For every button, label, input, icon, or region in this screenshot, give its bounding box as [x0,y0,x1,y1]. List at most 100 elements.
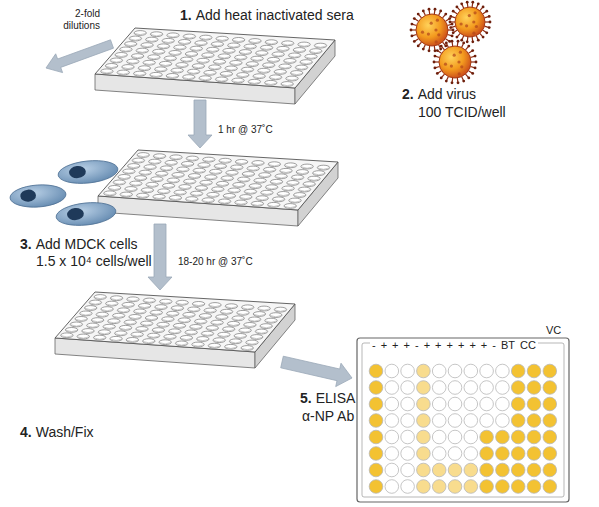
plate-well [167,33,179,38]
well-shade [170,198,181,199]
elisa-well [369,381,383,395]
well-shade [233,319,244,320]
elisa-well [496,447,510,461]
elisa-well [401,463,415,477]
plate-well [295,65,307,70]
column-marker: CC [520,339,536,352]
step-number: 1. [180,7,192,23]
well-shade [250,41,261,42]
column-marker: BT [501,339,515,352]
spike-tip [474,67,477,70]
plate-well [209,65,221,70]
plate-well [193,168,205,173]
elisa-well [480,480,494,494]
well-shade [191,194,202,195]
well-shade [255,181,266,182]
well-shade [176,344,187,345]
well-shade [210,172,221,173]
well-shade [189,176,200,177]
microplate [95,28,335,104]
well-shade [244,325,255,326]
plate-well [275,174,287,179]
plate-well [228,43,240,48]
plate-well [183,75,195,80]
elisa-well [496,480,510,494]
spike-tip [452,10,455,13]
well-shade [253,163,264,164]
well-shade [169,332,180,333]
elisa-well [385,447,399,461]
elisa-well [543,430,557,444]
plate-well [134,309,146,314]
plate-well [192,302,204,307]
plate-well [204,70,216,75]
well-shade [233,185,244,186]
plate-well [129,315,141,320]
well-shade [281,171,292,172]
plate-well [231,165,243,170]
microplate [98,150,338,226]
plate-well [298,42,310,47]
plate-well [185,330,197,335]
virus-spot [457,60,460,63]
well-shade [226,307,237,308]
plate-well [252,161,264,166]
plate-well [75,317,87,322]
elisa-well [511,364,525,378]
well-shade [155,70,166,71]
plate-well [212,187,224,192]
plate-well [195,41,207,46]
virus-spot [437,33,440,36]
well-shade [212,323,223,324]
plate-well [169,51,181,56]
elisa-well [496,381,510,395]
well-shade [209,346,220,347]
plate-well [181,162,193,167]
elisa-well [369,364,383,378]
well-shade [224,196,235,197]
well-shade [139,306,150,307]
plate-well [232,316,244,321]
label: VC [546,324,561,337]
well-shade [233,81,244,82]
well-shade [147,185,158,186]
virus-spot [450,65,453,68]
well-shade [132,335,143,336]
well-shade [134,74,145,75]
plate-well [280,168,292,173]
well-shade [106,304,117,305]
well-shade [278,49,289,50]
plate-well [274,307,286,312]
plate-well [103,324,115,329]
well-shade [181,60,192,61]
spike-tip [417,45,420,48]
virus-spot [474,11,477,14]
spike-tip [467,45,470,48]
spike-tip [482,6,485,9]
well-shade [219,202,230,203]
spike-tip [452,29,455,32]
plate-well [150,72,162,77]
well-shade [268,205,279,206]
well-shade [158,47,169,48]
plate-well [178,40,190,45]
plate-well [167,178,179,183]
spike-tip [434,67,437,70]
well-shade [205,73,216,74]
elisa-well [448,463,462,477]
well-shade [148,336,159,337]
spike-tip [439,10,442,13]
plate-well [125,187,137,192]
plate-well [159,340,171,345]
elisa-well [432,397,446,411]
plate-well [61,333,73,338]
well-shade [195,322,206,323]
well-shade [133,161,144,162]
plate-well [125,42,137,47]
elisa-well [464,397,478,411]
well-shade [106,66,117,67]
column-marker: + [481,339,487,352]
spike-tip [451,35,454,38]
plate-well [213,338,225,343]
virus-spot [434,28,437,31]
